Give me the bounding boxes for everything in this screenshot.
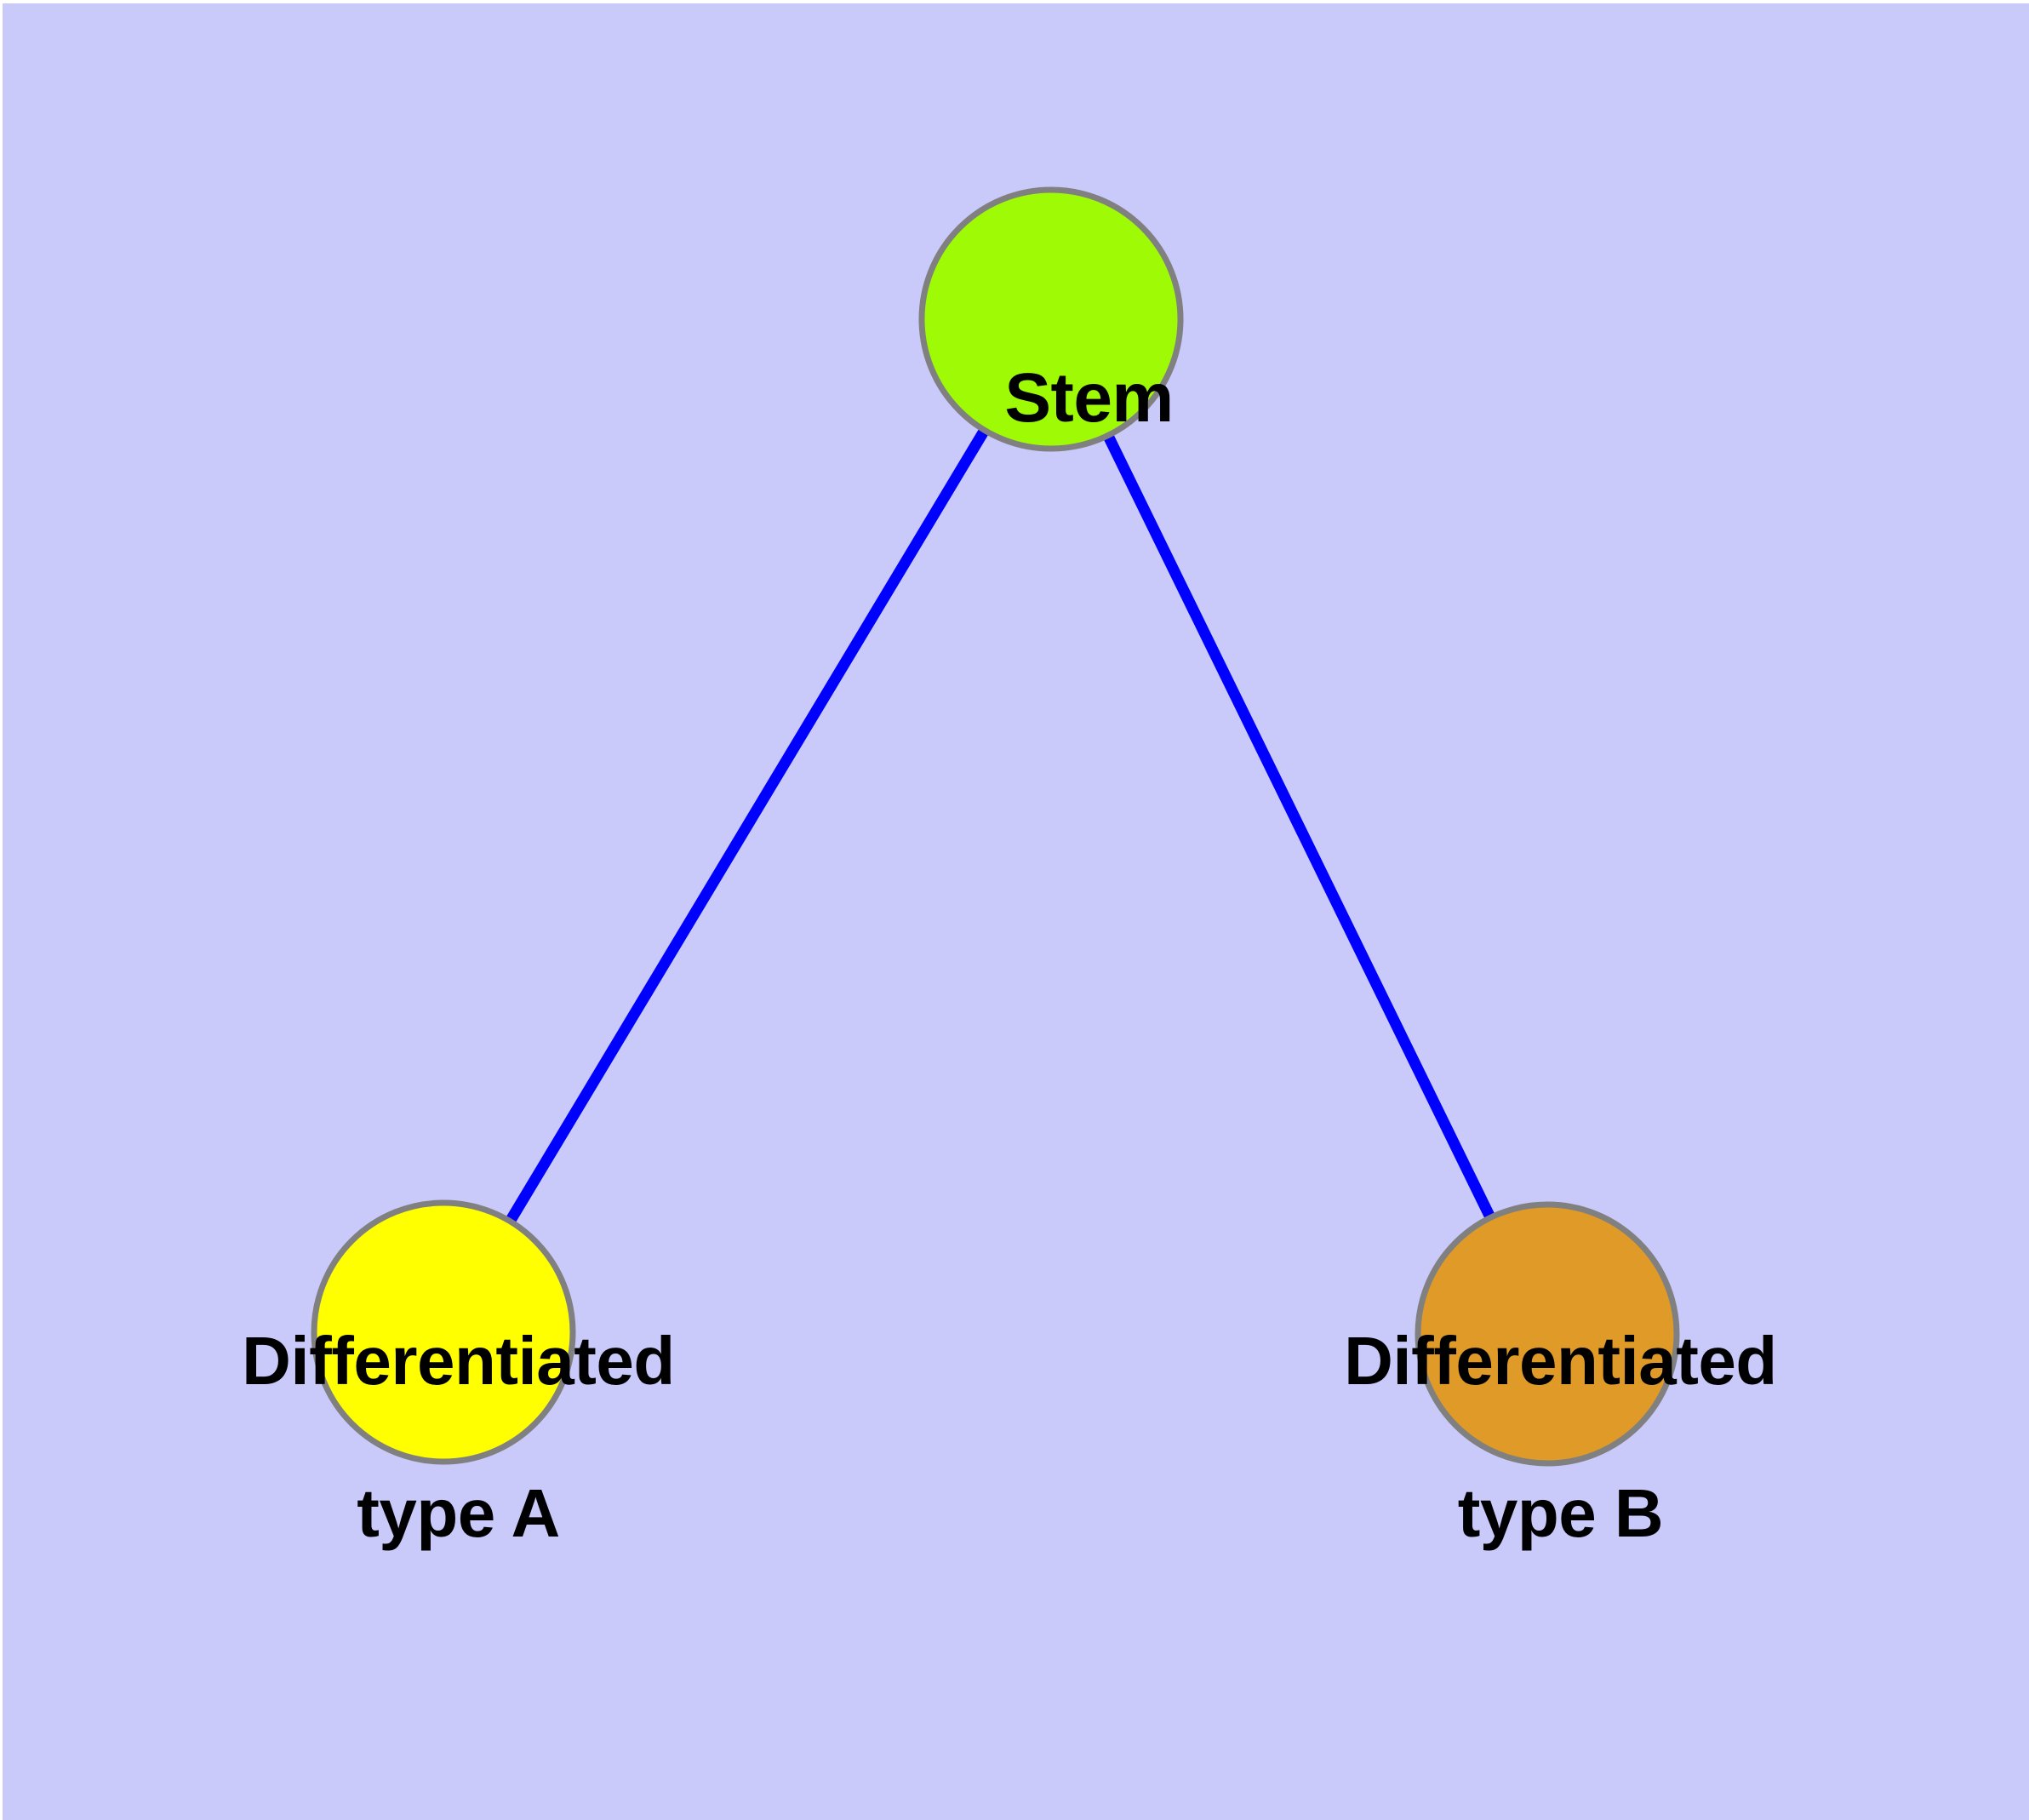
node-differentiated-type-b[interactable] [1415, 1201, 1680, 1467]
edge-layer [438, 316, 1552, 1336]
edge-stem-to-diff-a[interactable] [438, 316, 1056, 1336]
node-differentiated-type-a[interactable] [311, 1199, 576, 1465]
edge-stem-to-diff-b[interactable] [1046, 317, 1552, 1336]
node-stem[interactable] [918, 186, 1184, 452]
node-layer [311, 186, 1680, 1467]
